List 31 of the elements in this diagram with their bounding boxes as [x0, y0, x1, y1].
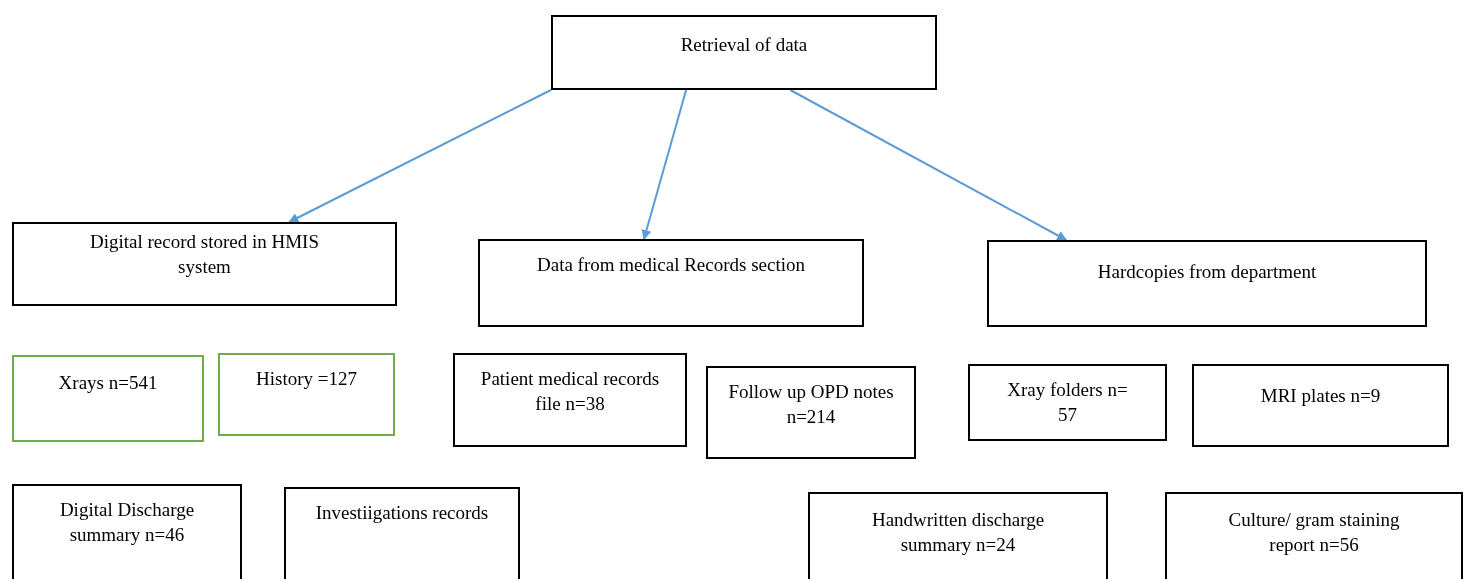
box-text: Digital record stored in HMIS system: [89, 230, 320, 279]
process-box: [706, 366, 916, 459]
box-text: Xrays n=541: [58, 371, 158, 395]
box-text: Xray folders n= 57: [1006, 378, 1129, 427]
arrow: [789, 89, 1068, 241]
process-box: [1192, 364, 1449, 447]
box-text: Data from medical Records section: [537, 253, 805, 277]
box-text: Follow up OPD notes n=214: [727, 380, 895, 429]
box-text: MRI plates n=9: [1260, 384, 1381, 408]
box-text: History =127: [256, 367, 357, 391]
process-box: [968, 364, 1167, 441]
process-box: [987, 240, 1427, 327]
box-text: Culture/ gram staining report n=56: [1227, 508, 1401, 557]
process-box: [808, 492, 1108, 579]
process-box: [12, 355, 204, 442]
box-text: Digital Discharge summary n=46: [58, 498, 196, 547]
process-box: [12, 484, 242, 579]
process-box: [478, 239, 864, 327]
process-box: [218, 353, 395, 436]
process-box: [1165, 492, 1463, 579]
process-box: [551, 15, 937, 90]
process-box: [284, 487, 520, 579]
box-text: Patient medical records file n=38: [479, 367, 661, 416]
process-box: [453, 353, 687, 447]
process-box: [12, 222, 397, 306]
box-text: Investiigations records: [315, 501, 489, 525]
arrow: [641, 89, 688, 240]
box-text: Retrieval of data: [680, 33, 808, 57]
box-text: Handwritten discharge summary n=24: [870, 508, 1046, 557]
arrow: [288, 89, 552, 223]
box-text: Hardcopies from department: [1097, 260, 1317, 284]
